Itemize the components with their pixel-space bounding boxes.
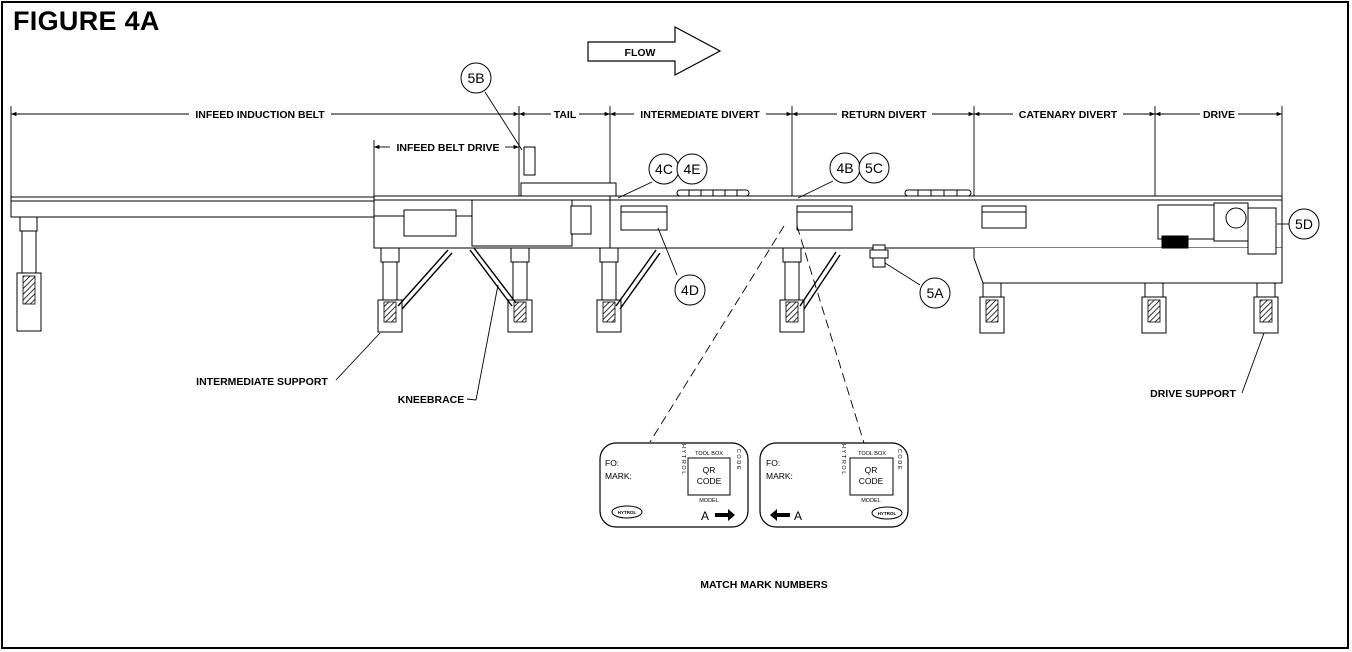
card-code-vertical: CODE [735, 449, 741, 471]
card-fo-label: FO: [766, 458, 780, 468]
callout-5c: 5C [858, 152, 890, 184]
callout-4c-label: 4C [655, 161, 673, 177]
drive-support-label: DRIVE SUPPORT [1150, 388, 1236, 400]
kneebraces [397, 247, 841, 310]
callout-5d: 5D [1288, 208, 1320, 240]
card-code-label: CODE [859, 476, 884, 486]
divert-units [620, 189, 1027, 231]
card-code-vertical: CODE [896, 449, 902, 471]
hytrol-logo: HYTROL [618, 510, 637, 515]
section-label-intermediate-divert: INTERMEDIATE DIVERT [640, 109, 760, 121]
air-filter-component [869, 244, 889, 268]
callout-5a: 5A [919, 277, 951, 309]
drive-motor [1157, 202, 1277, 255]
callout-4d: 4D [674, 274, 706, 306]
card-model-label: MODEL [861, 498, 881, 504]
flow-label: FLOW [625, 47, 656, 59]
card-mark-label: MARK: [605, 471, 632, 481]
supports [16, 216, 1279, 334]
match-mark-numbers-label: MATCH MARK NUMBERS [700, 579, 828, 591]
card-letter: A [794, 509, 802, 523]
hytrol-logo: HYTROL [878, 511, 897, 516]
figure-title: FIGURE 4A [13, 6, 160, 36]
section-label-return-divert: RETURN DIVERT [841, 109, 927, 121]
callout-4b-label: 4B [836, 160, 853, 176]
card-arrow-left-icon [770, 509, 790, 521]
card-arrow-right-icon [715, 509, 735, 521]
flow-arrow: FLOW [587, 26, 722, 76]
callout-5c-label: 5C [865, 160, 883, 176]
infeed-belt-drive-dimension [373, 140, 519, 196]
card-tool-box-label: TOOL BOX [858, 451, 886, 457]
callout-5b: 5B [460, 62, 492, 94]
callout-4e-label: 4E [683, 161, 700, 177]
callout-5b-label: 5B [467, 70, 484, 86]
intermediate-support-label: INTERMEDIATE SUPPORT [196, 376, 328, 388]
dashed-callout-lines [649, 225, 865, 444]
leader-lines [335, 91, 1289, 401]
card-qr-label: QR [703, 465, 716, 475]
section-label-catenary-divert: CATENARY DIVERT [1019, 109, 1118, 121]
card-hytrol-vertical: HYTROL [840, 444, 846, 476]
card-qr-label: QR [865, 465, 878, 475]
match-mark-card-right: FO: MARK: TOOL BOX QR CODE MODEL HYTROL … [599, 442, 749, 528]
section-label-drive: DRIVE [1203, 109, 1235, 121]
infeed-belt-drive-label: INFEED BELT DRIVE [396, 142, 499, 154]
section-dimension-line [10, 106, 1283, 200]
card-code-label: CODE [697, 476, 722, 486]
card-mark-label: MARK: [766, 471, 793, 481]
card-hytrol-vertical: HYTROL [680, 444, 686, 476]
callout-5a-label: 5A [926, 285, 944, 301]
card-fo-label: FO: [605, 458, 619, 468]
callout-4d-label: 4D [681, 282, 699, 298]
callout-4c: 4C [648, 153, 680, 185]
card-model-label: MODEL [699, 498, 719, 504]
card-tool-box-label: TOOL BOX [695, 451, 723, 457]
match-mark-card-left: FO: MARK: TOOL BOX QR CODE MODEL HYTROL … [759, 442, 909, 528]
kneebrace-label: KNEEBRACE [398, 394, 465, 406]
card-letter: A [701, 509, 709, 523]
callout-4e: 4E [676, 153, 708, 185]
support-hatching [22, 275, 1273, 323]
callout-5d-label: 5D [1295, 216, 1313, 232]
callout-4b: 4B [829, 152, 861, 184]
section-label-tail: TAIL [554, 109, 577, 121]
section-label-infeed-induction-belt: INFEED INDUCTION BELT [195, 109, 325, 121]
